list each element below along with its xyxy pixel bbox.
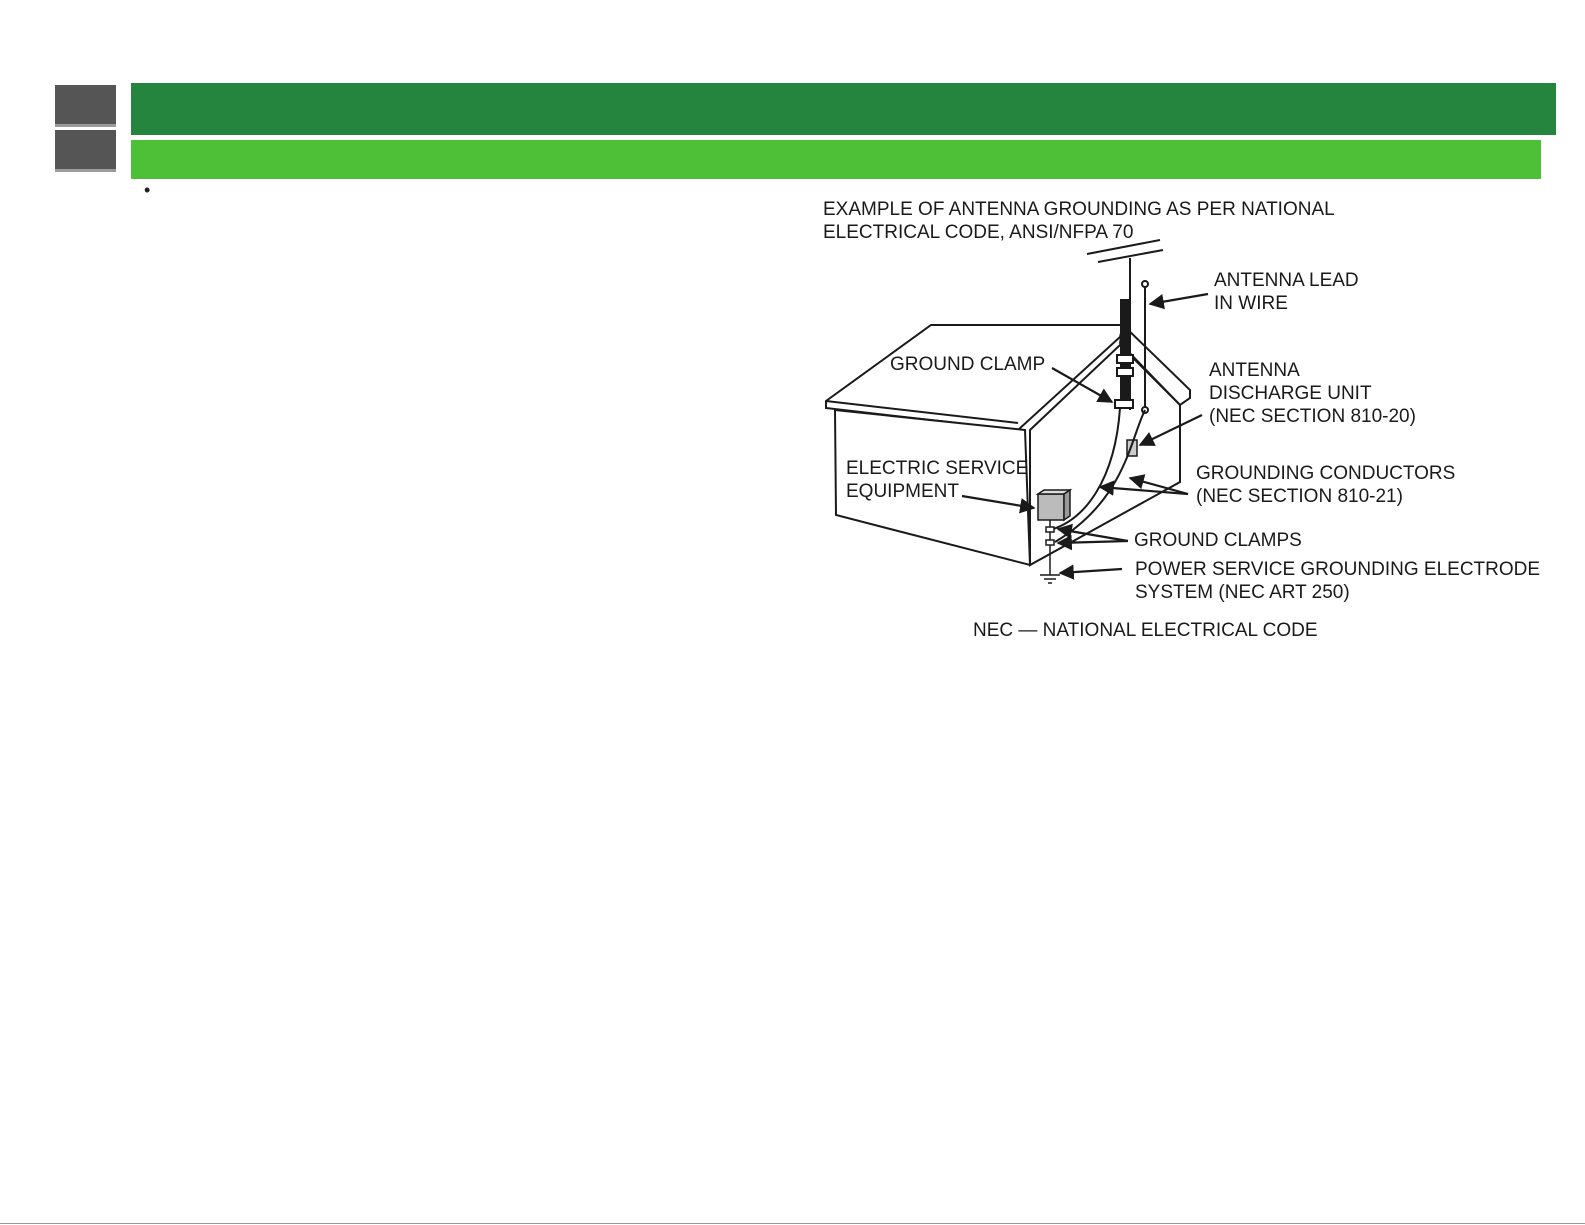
label-power-2: SYSTEM (NEC ART 250) xyxy=(1135,582,1350,603)
label-ground-clamps: GROUND CLAMPS xyxy=(1134,530,1302,551)
discharge-unit xyxy=(1126,439,1138,457)
label-discharge-1: ANTENNA xyxy=(1209,360,1300,381)
header-band-dark xyxy=(131,83,1556,135)
diagram-title-line2: ELECTRICAL CODE, ANSI/NFPA 70 xyxy=(823,222,1133,243)
label-antenna-lead-2: IN WIRE xyxy=(1214,293,1288,314)
label-conductors-2: (NEC SECTION 810-21) xyxy=(1196,486,1403,507)
diagram-footnote: NEC — NATIONAL ELECTRICAL CODE xyxy=(973,620,1318,641)
antenna-mast xyxy=(1086,239,1164,414)
house-illustration xyxy=(825,322,1191,567)
label-discharge-2: DISCHARGE UNIT xyxy=(1209,383,1372,404)
ground-electrode xyxy=(1040,520,1060,584)
label-power-1: POWER SERVICE GROUNDING ELECTRODE xyxy=(1135,559,1540,580)
leader-arrows xyxy=(961,292,1209,580)
electric-service-box xyxy=(1035,488,1073,522)
side-tab-top[interactable] xyxy=(55,85,116,127)
label-ground-clamp: GROUND CLAMP xyxy=(890,354,1045,375)
bullet-point: • xyxy=(144,180,151,200)
side-tab-bottom[interactable] xyxy=(55,130,116,172)
diagram-title-line1: EXAMPLE OF ANTENNA GROUNDING AS PER NATI… xyxy=(823,199,1335,220)
label-antenna-lead-1: ANTENNA LEAD xyxy=(1214,270,1359,291)
label-discharge-3: (NEC SECTION 810-20) xyxy=(1209,406,1416,427)
label-electric-1: ELECTRIC SERVICE xyxy=(846,458,1028,479)
label-conductors-1: GROUNDING CONDUCTORS xyxy=(1196,463,1455,484)
header-band-light xyxy=(131,140,1541,179)
footer-divider xyxy=(0,1223,1585,1224)
label-electric-2: EQUIPMENT xyxy=(846,481,959,502)
